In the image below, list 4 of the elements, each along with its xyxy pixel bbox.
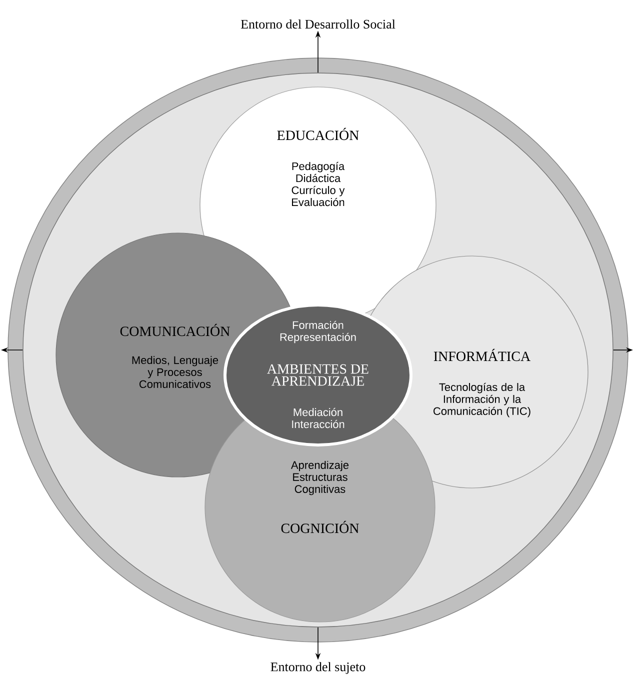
node-label: INFORMÁTICA [434,348,530,362]
environment-label: Entorno del sujeto [270,662,366,674]
node-label: Tecnologías de la Información y la Comunicación (TIC) [434,382,530,418]
environment-label: Entorno del Desarrollo Social [240,19,396,29]
